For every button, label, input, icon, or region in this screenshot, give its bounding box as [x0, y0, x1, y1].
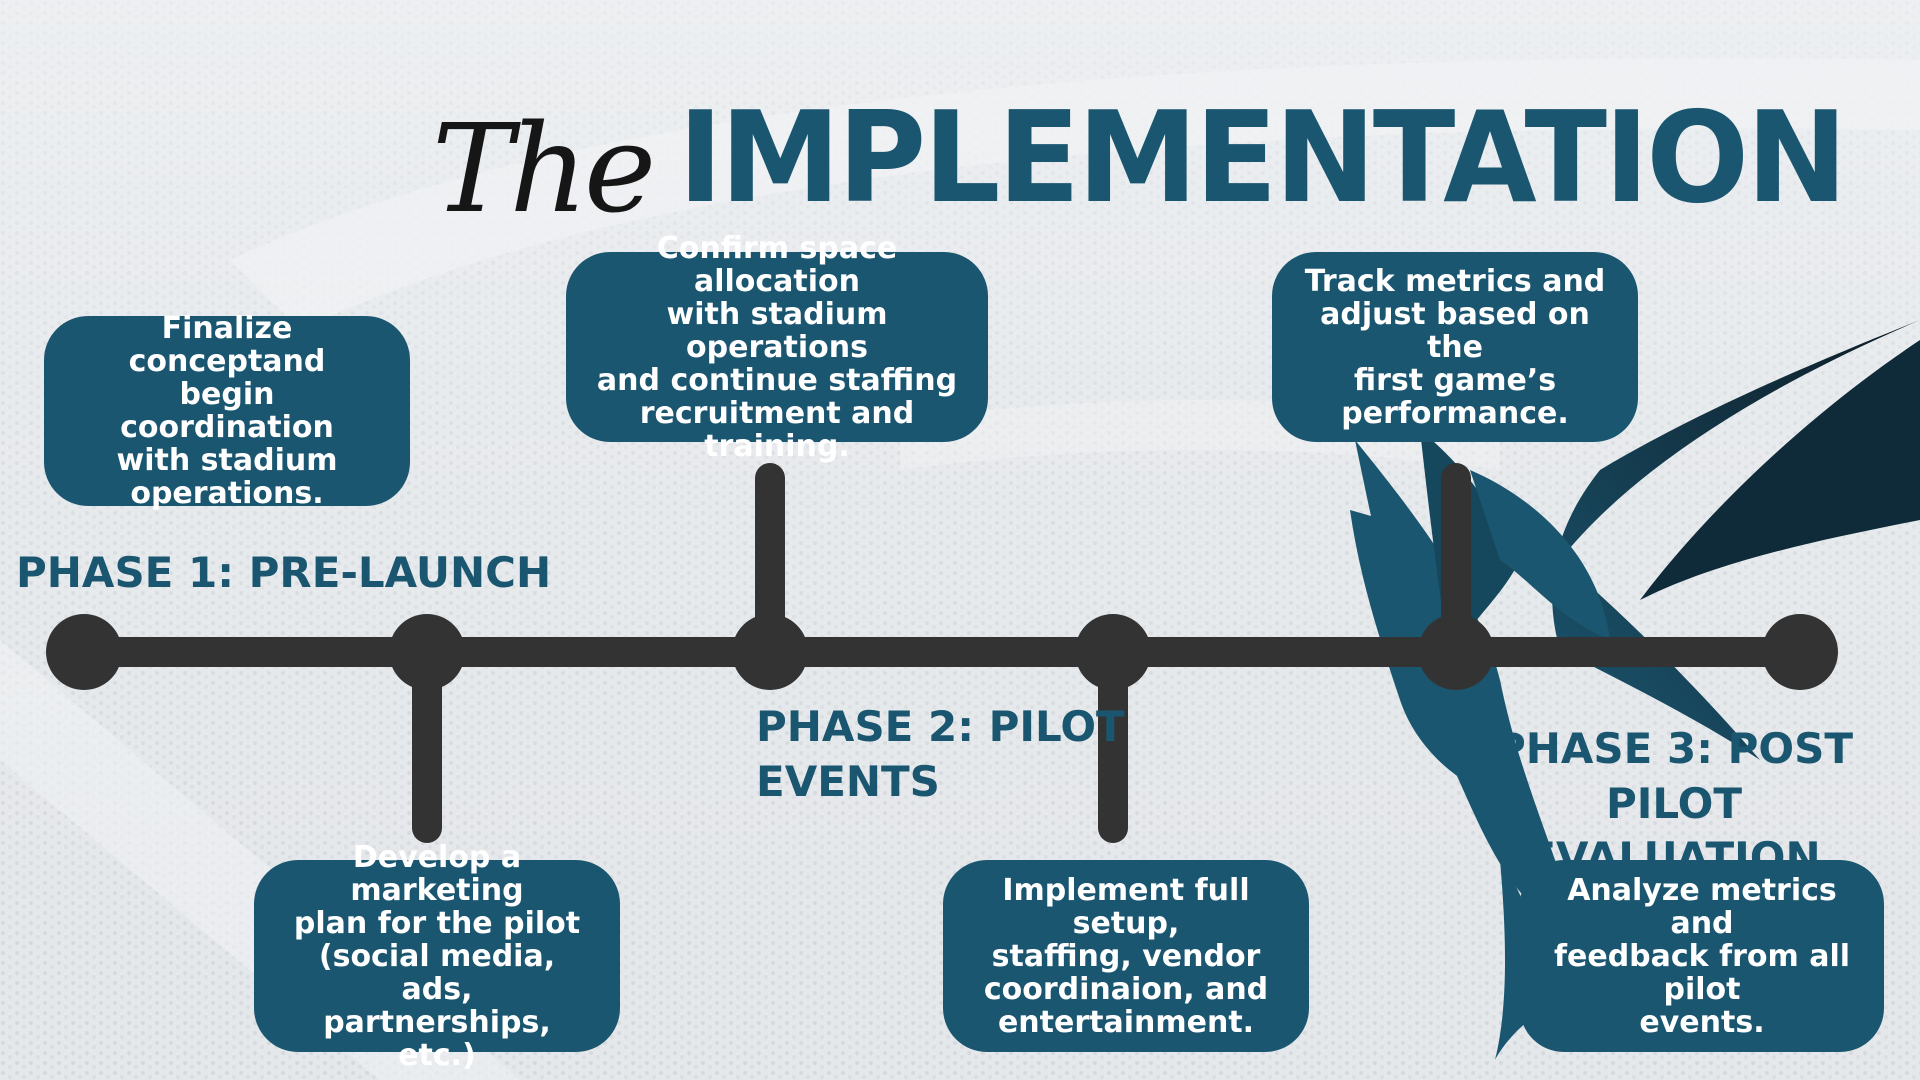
step-box-4: Implement full setup, staffing, vendor c… — [943, 860, 1309, 1052]
timeline-node-1 — [46, 614, 122, 690]
step-box-2: Develop a marketing plan for the pilot (… — [254, 841, 620, 1072]
phase-label-1: PHASE 1: PRE-LAUNCH — [16, 548, 552, 597]
title-main: IMPLEMENTATION — [678, 84, 1847, 231]
timeline-node-3 — [732, 614, 808, 690]
timeline-node-2 — [389, 614, 465, 690]
timeline-node-6 — [1762, 614, 1838, 690]
step-box-3: Confirm space allocation with stadium op… — [566, 232, 988, 463]
timeline-node-5 — [1418, 614, 1494, 690]
step-box-6: Analyze metrics and feedback from all pi… — [1520, 860, 1884, 1052]
phase-label-3: PHASE 3: POST PILOT EVALUATION — [1494, 724, 1854, 883]
title-script: The — [432, 98, 656, 240]
step-box-1: Finalize conceptand begin coordination w… — [44, 312, 410, 510]
timeline-node-4 — [1075, 614, 1151, 690]
phase-label-2: PHASE 2: PILOT EVENTS — [756, 702, 1125, 806]
step-box-5: Track metrics and adjust based on the fi… — [1272, 252, 1638, 442]
